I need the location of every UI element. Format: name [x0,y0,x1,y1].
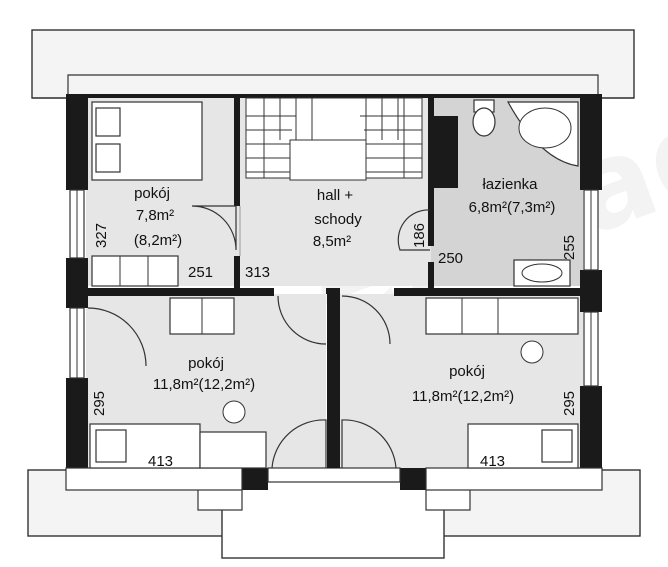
dimension-186: 186 [411,223,428,248]
dimension-250: 250 [438,250,463,267]
dimension-327: 327 [93,223,110,248]
bed-small-room [91,101,203,181]
door-swing-balcony-right [341,419,397,469]
dimension-413-left: 413 [148,453,173,470]
door-swing-left-room [87,307,147,367]
door-swing-hall-left [277,295,327,345]
room-area-small-bedroom: 7,8m² [136,207,174,224]
corner-bathtub [506,101,579,167]
toilet [472,99,496,137]
chair-right-room [520,340,544,364]
dimension-295-right: 295 [561,391,578,416]
door-swing-small-room [191,205,237,251]
room-label-small-bedroom: pokój [134,185,170,202]
dimension-295-left: 295 [91,391,108,416]
dimension-413-right: 413 [480,453,505,470]
wardrobe-right-room [425,297,579,335]
door-swing-balcony-left [271,419,327,469]
bed-left-room [89,423,201,469]
wardrobe-small-room [91,255,179,287]
room-label-right-bedroom: pokój [449,363,485,380]
staircase [245,97,423,181]
inner-walls [86,96,582,468]
room-label-bathroom: łazienka [482,176,538,193]
room-label-left-bedroom: pokój [188,355,224,372]
room-area-right-bedroom: 11,8m²(12,2m²) [412,388,514,405]
desk-left-room [199,400,267,469]
door-swing-hall-right [341,295,391,345]
room-label2-hall: schody [314,211,362,228]
wardrobe-left-room [169,297,235,335]
room-area-hall: 8,5m² [313,233,351,250]
door-swing-bathroom [397,209,431,251]
bed-right-room [467,423,579,469]
room-label-hall: hall + [317,187,354,204]
dimension-313: 313 [245,264,270,281]
sink [513,259,571,287]
room-area-bathroom: 6,8m²(7,3m²) [469,199,556,216]
outer-walls [65,94,603,491]
room-area2-small-bedroom: (8,2m²) [134,232,182,249]
room-area-left-bedroom: 11,8m²(12,2m²) [153,376,255,393]
dimension-255: 255 [561,235,578,260]
dimension-251: 251 [188,264,213,281]
